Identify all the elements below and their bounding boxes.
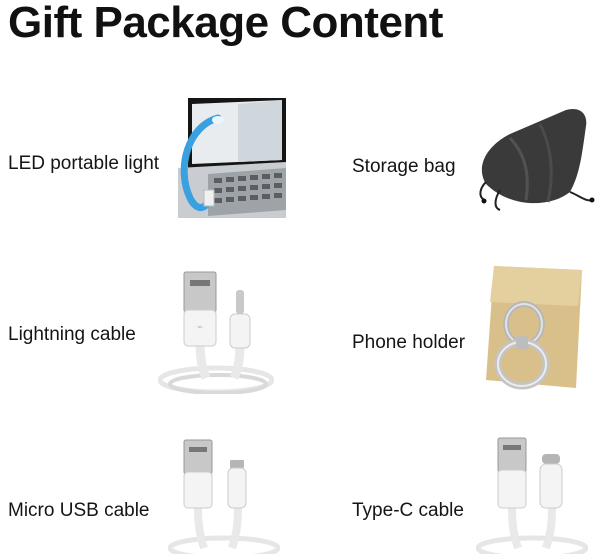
item-label-storage-bag: Storage bag — [352, 156, 456, 177]
page-title: Gift Package Content — [8, 0, 443, 47]
drawstring-bag-icon — [470, 104, 600, 216]
type-c-cable-icon — [476, 434, 588, 554]
item-label-lightning-cable: Lightning cable — [8, 324, 136, 345]
ring-holder-icon — [478, 266, 588, 390]
svg-text:⌁: ⌁ — [197, 322, 203, 333]
micro-usb-cable-icon — [168, 436, 280, 554]
item-label-micro-usb-cable: Micro USB cable — [8, 500, 150, 521]
item-label-led-light: LED portable light — [8, 153, 160, 174]
led-usb-light-icon — [178, 98, 286, 218]
lightning-cable-icon: ⌁ — [158, 268, 274, 394]
item-label-type-c-cable: Type-C cable — [352, 500, 464, 521]
item-label-phone-holder: Phone holder — [352, 332, 466, 353]
